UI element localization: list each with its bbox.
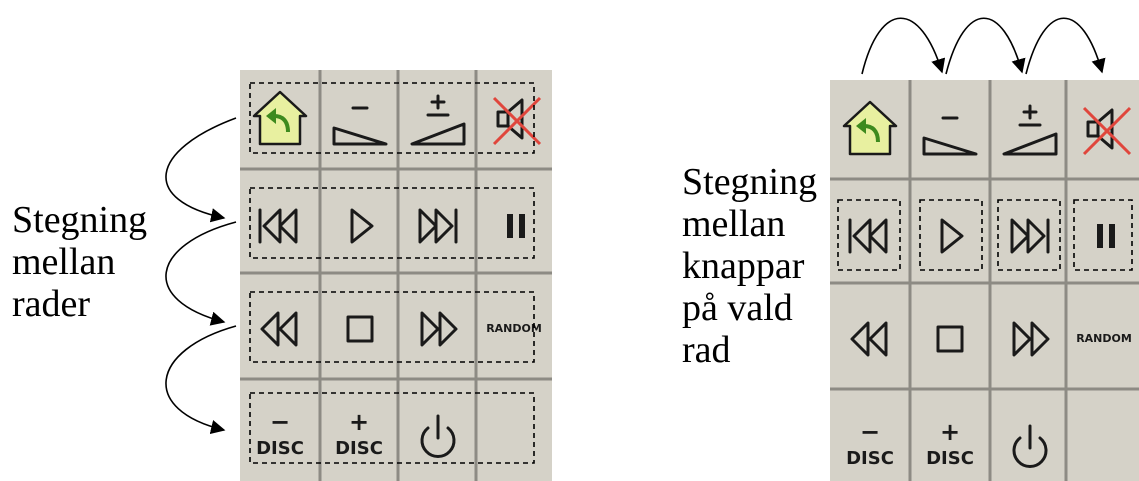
disc-plus-sign: + bbox=[349, 408, 369, 436]
disc-minus-button[interactable]: DISC bbox=[846, 448, 894, 469]
disc-minus-sign: − bbox=[270, 408, 290, 436]
right-caption: Stegning mellan knappar på vald rad bbox=[682, 161, 827, 371]
left-caption: Stegning mellan rader bbox=[12, 199, 157, 325]
button-selection-3 bbox=[997, 199, 1061, 271]
row-selection-2 bbox=[249, 187, 535, 259]
button-selection-2 bbox=[919, 199, 983, 271]
disc-plus-button[interactable]: DISC bbox=[926, 448, 974, 469]
button-selection-4 bbox=[1073, 199, 1133, 271]
disc-plus-button[interactable]: DISC bbox=[335, 438, 383, 459]
left-caption-line-2: mellan bbox=[12, 241, 115, 283]
row-step-arrow-2 bbox=[165, 221, 237, 326]
row-selection-3 bbox=[249, 291, 535, 363]
right-remote-panel: RANDOM − DISC + DISC bbox=[830, 80, 1139, 481]
disc-plus-sign: + bbox=[940, 418, 960, 446]
right-caption-line-2: mellan bbox=[682, 203, 785, 245]
button-step-arrow-1 bbox=[861, 17, 946, 75]
button-step-arrow-2 bbox=[945, 17, 1026, 75]
right-caption-line-4: på vald bbox=[682, 287, 793, 329]
left-panel: Stegning mellan rader bbox=[12, 70, 552, 481]
disc-minus-button[interactable]: DISC bbox=[256, 438, 304, 459]
right-panel: Stegning mellan knappar på vald rad bbox=[682, 17, 1139, 481]
right-caption-line-3: knappar bbox=[682, 245, 805, 287]
random-button[interactable]: RANDOM bbox=[486, 322, 542, 335]
button-selection-1 bbox=[837, 199, 901, 271]
left-remote-panel: RANDOM − DISC + DISC bbox=[240, 70, 552, 481]
right-caption-line-5: rad bbox=[682, 329, 731, 371]
row-step-arrow-3 bbox=[165, 325, 237, 434]
random-button[interactable]: RANDOM bbox=[1076, 332, 1132, 345]
left-caption-line-3: rader bbox=[12, 283, 90, 325]
row-selection-4 bbox=[249, 392, 535, 464]
disc-minus-sign: − bbox=[860, 418, 880, 446]
row-step-arrow-1 bbox=[165, 117, 237, 223]
left-caption-line-1: Stegning bbox=[12, 199, 147, 241]
right-caption-line-1: Stegning bbox=[682, 161, 817, 203]
row-selection-1 bbox=[249, 82, 535, 154]
button-step-arrow-3 bbox=[1025, 17, 1106, 75]
